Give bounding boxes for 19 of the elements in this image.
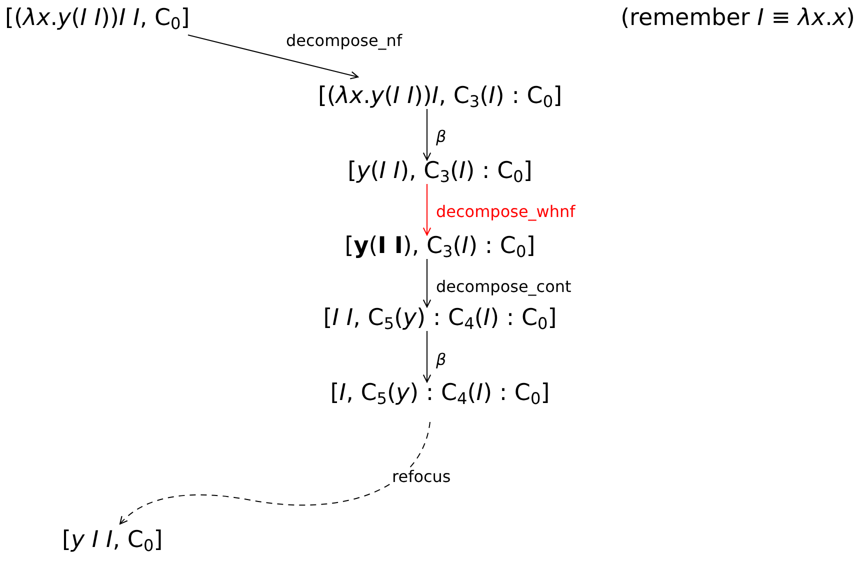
note-text: (remember I ≡ λx.x) <box>620 5 855 33</box>
term-text: [(λx.y(I I))I I, C$_{0}$] <box>5 5 190 33</box>
term-text: [I, C$_{5}$(y) : C$_{4}$(I) : C$_{0}$] <box>330 380 550 408</box>
edge-label: decompose_cont <box>435 278 572 296</box>
arrow <box>422 258 432 308</box>
edge-label: β <box>435 128 448 146</box>
term-text: [y(I I), C$_{3}$(I) : C$_{0}$] <box>344 233 536 261</box>
arrow <box>422 184 432 236</box>
term-text: [I I, C$_{5}$(y) : C$_{4}$(I) : C$_{0}$] <box>323 305 557 333</box>
arrow <box>188 34 359 80</box>
arrow <box>422 108 432 161</box>
arrow <box>422 330 432 383</box>
edge-label: decompose_whnf <box>435 203 576 222</box>
term-text: [(λx.y(I I))I, C$_{3}$(I) : C$_{0}$] <box>318 83 562 111</box>
term-text: [y I I, C$_{0}$] <box>62 527 163 555</box>
edge-label: β <box>435 351 448 370</box>
arrow <box>119 422 430 525</box>
edge-label: decompose_nf <box>285 32 404 50</box>
term-text: [y(I I), C$_{3}$(I) : C$_{0}$] <box>348 158 532 186</box>
